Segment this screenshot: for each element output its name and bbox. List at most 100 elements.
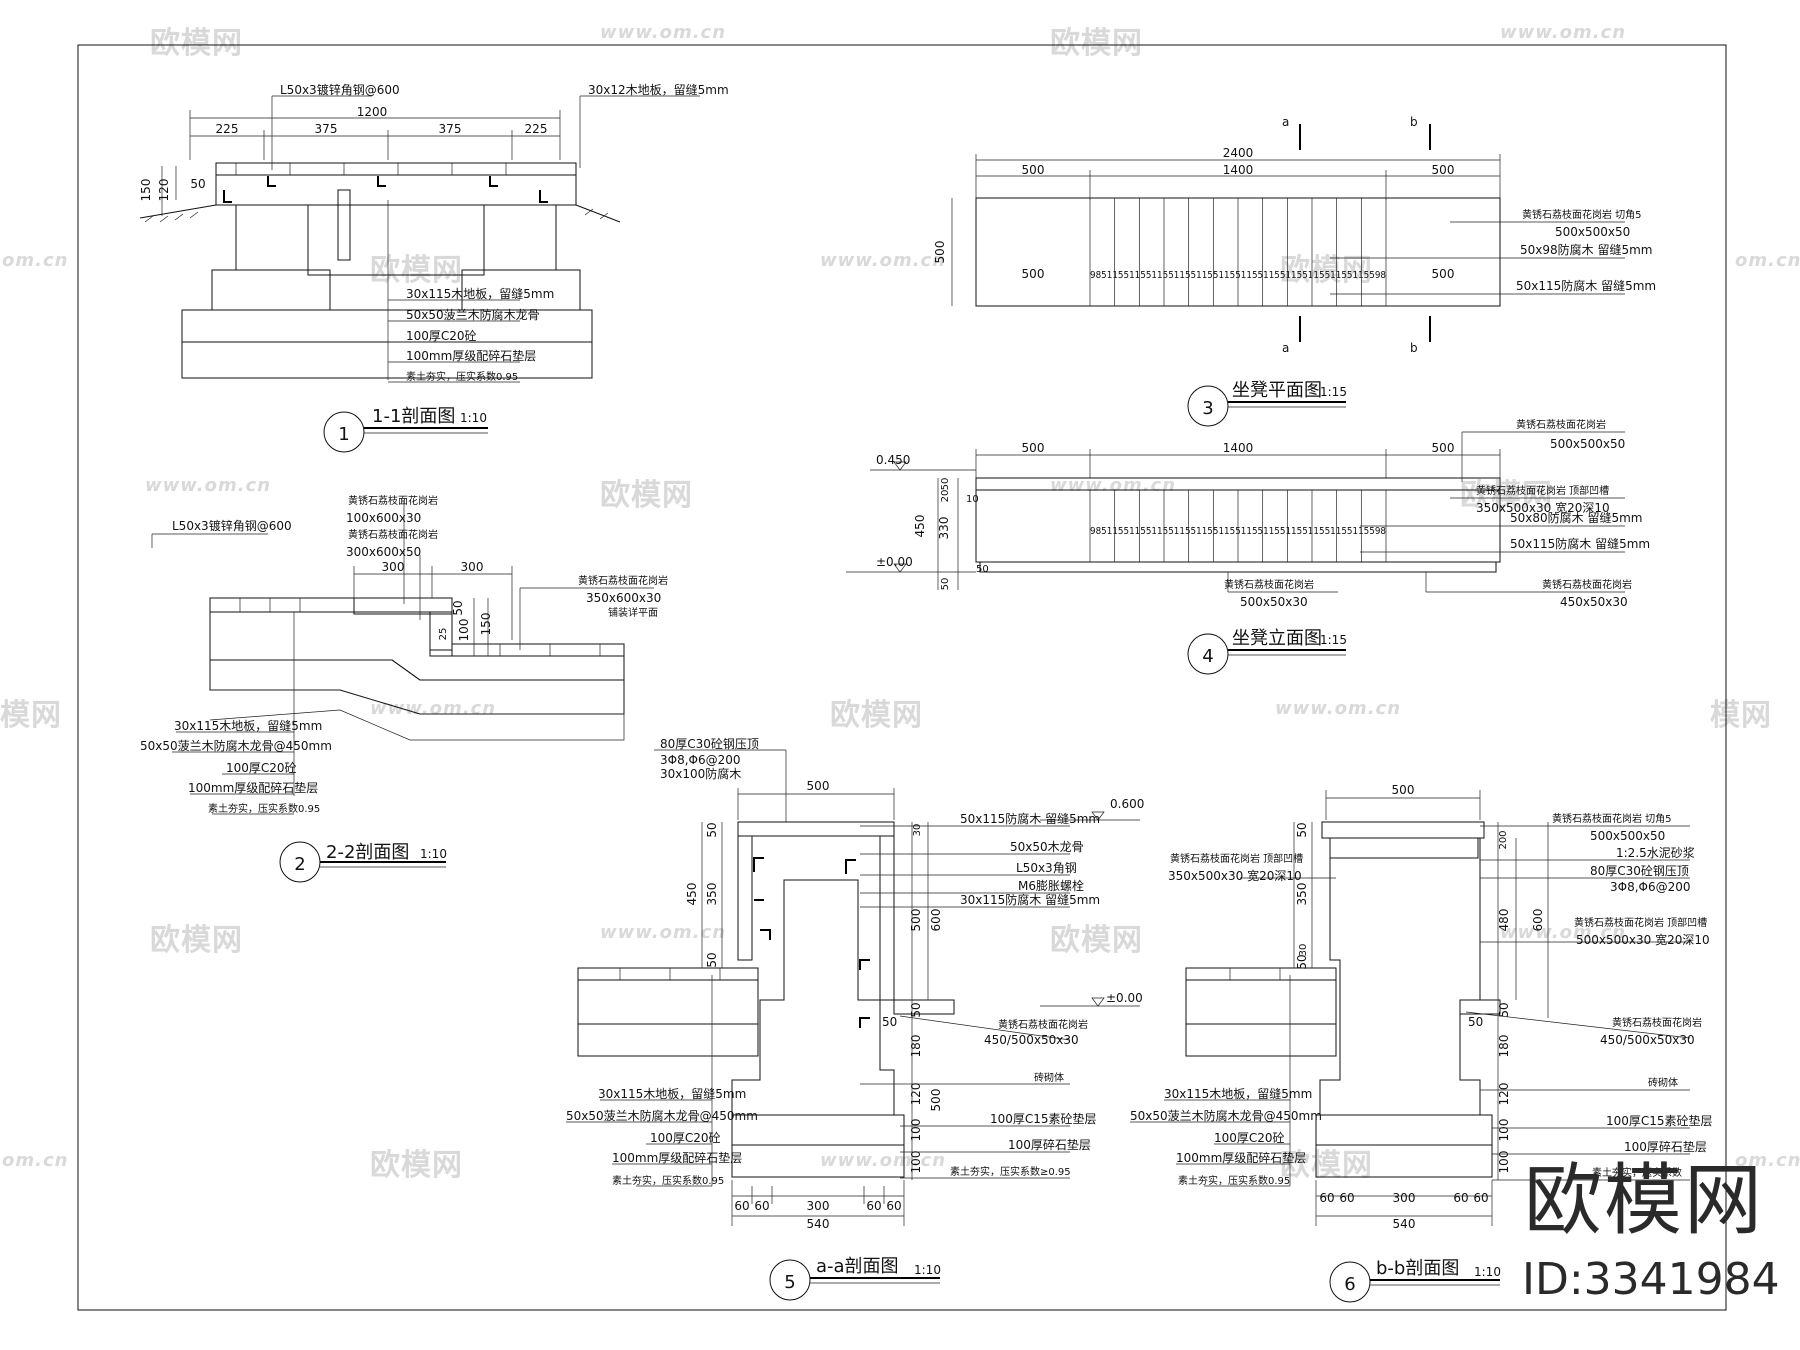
- v2-number: 2: [294, 854, 305, 875]
- v5-number-bubble: [769, 1259, 811, 1301]
- v4-dim: 500: [1432, 441, 1455, 455]
- v2-layer-label: 素土夯实，压实系数0.95: [208, 802, 320, 815]
- v5-dim: 100: [909, 1119, 923, 1142]
- v2-layer-label: 30x115木地板，留缝5mm: [174, 718, 322, 733]
- v6-right-label: 450/500x50x30: [1600, 1033, 1695, 1047]
- v4-dim: 50: [940, 478, 951, 491]
- v1-dim: 375: [439, 122, 462, 136]
- v5-dim: 500: [909, 909, 923, 932]
- v5-dim: 180: [909, 1035, 923, 1058]
- v6-right-label: 素土夯实，压实系数: [1592, 1166, 1682, 1179]
- v5-dim: 50: [705, 822, 719, 837]
- v2-label: 300x600x50: [346, 545, 421, 559]
- v6-right-label: 砖砌体: [1648, 1076, 1678, 1089]
- v5-left-label: 30x115木地板，留缝5mm: [598, 1086, 746, 1101]
- v2-layer-label: 50x50菠兰木防腐木龙骨@450mm: [140, 738, 332, 753]
- v5-dim: 500: [929, 1089, 943, 1112]
- v5-right-label: 素土夯实，压实系数≥0.95: [950, 1165, 1071, 1178]
- v4-number-bubble: [1187, 633, 1229, 675]
- v6-dim: 100: [1497, 1119, 1511, 1142]
- v1-layer-label: 50x50菠兰木防腐木龙骨: [406, 307, 540, 322]
- v2-layer-label: 100mm厚级配碎石垫层: [188, 780, 318, 795]
- v6-dim: 50: [1468, 1015, 1483, 1029]
- v3-section-mark: a: [1282, 341, 1289, 355]
- v5-dim: 60: [754, 1199, 769, 1213]
- v5-right-label: 50x50木龙骨: [1010, 840, 1084, 854]
- v5-right-label: L50x3角钢: [1016, 861, 1077, 875]
- v6-number-bubble: [1329, 1261, 1371, 1303]
- v6-right-label: 黄锈石荔枝面花岗岩: [1612, 1016, 1702, 1029]
- v6-dim: 100: [1497, 1151, 1511, 1174]
- v5-level: 0.600: [1110, 797, 1144, 811]
- v3-label: 500x500x50: [1555, 225, 1630, 239]
- v5-level: ±0.00: [1106, 991, 1143, 1005]
- v6-dim: 120: [1497, 1083, 1511, 1106]
- v2-dim: 25: [438, 628, 449, 641]
- v3-dim: 500: [1432, 267, 1455, 281]
- v2-label: 350x600x30: [586, 591, 661, 605]
- watermark-brand: 欧模网: [1280, 253, 1373, 288]
- v1-dim: 120: [157, 179, 171, 202]
- v3-section-mark: b: [1410, 341, 1418, 355]
- v4-number: 4: [1202, 646, 1213, 667]
- v5-dim: 350: [705, 883, 719, 906]
- v4-level: ±0.00: [876, 555, 913, 569]
- v6-dim: 300: [1393, 1191, 1416, 1205]
- v5-left-label: 100厚C20砼: [650, 1131, 721, 1145]
- v3-dim: 500: [1432, 163, 1455, 177]
- view-2-section: L50x3镀锌角钢@600 300 300 50 100 150 25 黄锈石荔…: [140, 494, 668, 883]
- watermark-edge: om.cn: [2, 250, 69, 271]
- v5-dim: 50: [705, 952, 719, 967]
- v5-top-label: 3Φ8,Φ6@200: [660, 753, 741, 767]
- v5-scale: 1:10: [914, 1263, 941, 1277]
- v3-dim: 500: [933, 241, 947, 264]
- v2-label: 黄锈石荔枝面花岗岩: [348, 528, 438, 541]
- v5-dim: 120: [909, 1083, 923, 1106]
- v6-dim: 180: [1497, 1035, 1511, 1058]
- v4-dim: 330: [937, 517, 951, 540]
- v2-label: 铺装详平面: [608, 606, 658, 619]
- v4-label: 50x80防腐木 留缝5mm: [1510, 510, 1642, 525]
- v6-dim: 30: [1298, 944, 1309, 957]
- v6-number: 6: [1344, 1274, 1355, 1295]
- v5-dim: 60: [886, 1199, 901, 1213]
- watermark-brand: 欧模网: [600, 478, 693, 513]
- brand-id: ID:3341984: [1522, 1254, 1780, 1305]
- v6-right-label: 1:2.5水泥砂浆: [1616, 845, 1695, 860]
- v5-title: a-a剖面图: [816, 1256, 899, 1277]
- v5-dim: 60: [866, 1199, 881, 1213]
- v6-right-label: 500x500x30 宽20深10: [1576, 932, 1710, 947]
- v6-left-label: 100厚C20砼: [1214, 1131, 1285, 1145]
- v5-dim: 30: [912, 824, 923, 837]
- v6-dim: 600: [1531, 909, 1545, 932]
- v1-layer-label: 100mm厚级配碎石垫层: [406, 348, 536, 363]
- v6-dim: 60: [1339, 1191, 1354, 1205]
- watermark-site: www.om.cn: [600, 922, 727, 943]
- brand-block: 欧模网 ID:3341984: [1512, 1162, 1798, 1350]
- v5-dim: 600: [929, 909, 943, 932]
- v4-dim: 50: [940, 578, 951, 591]
- v5-left-label: 50x50菠兰木防腐木龙骨@450mm: [566, 1108, 758, 1123]
- v6-left-label: 素土夯实，压实系数0.95: [1178, 1174, 1290, 1187]
- v3-scale: 1:15: [1320, 385, 1347, 399]
- v3-dim: 2400: [1223, 146, 1254, 160]
- v4-dim: 450: [913, 515, 927, 538]
- v6-right-label: 3Φ8,Φ6@200: [1610, 880, 1691, 894]
- v2-dim: 50: [451, 600, 465, 615]
- v1-dim: 225: [525, 122, 548, 136]
- v3-dim: 500: [1022, 267, 1045, 281]
- watermark-site: www.om.cn: [1500, 22, 1627, 43]
- v5-dim: 500: [807, 779, 830, 793]
- v4-dim: 1400: [1223, 441, 1254, 455]
- v6-dim: 50: [1295, 822, 1309, 837]
- v4-label: 黄锈石荔枝面花岗岩 顶部凹槽: [1476, 484, 1609, 497]
- v4-label: 500x50x30: [1240, 595, 1308, 609]
- sheet-border: [77, 44, 1727, 1311]
- v4-label: 350x500x30 宽20深10: [1476, 500, 1610, 515]
- v6-left-label: 100mm厚级配碎石垫层: [1176, 1150, 1306, 1165]
- v4-label: 50x115防腐木 留缝5mm: [1510, 536, 1650, 551]
- v4-label: 黄锈石荔枝面花岗岩: [1516, 418, 1606, 431]
- v5-top-label: 30x100防腐木: [660, 766, 741, 781]
- watermark-edge-brand: 模网: [0, 698, 62, 733]
- v2-dim: 300: [382, 560, 405, 574]
